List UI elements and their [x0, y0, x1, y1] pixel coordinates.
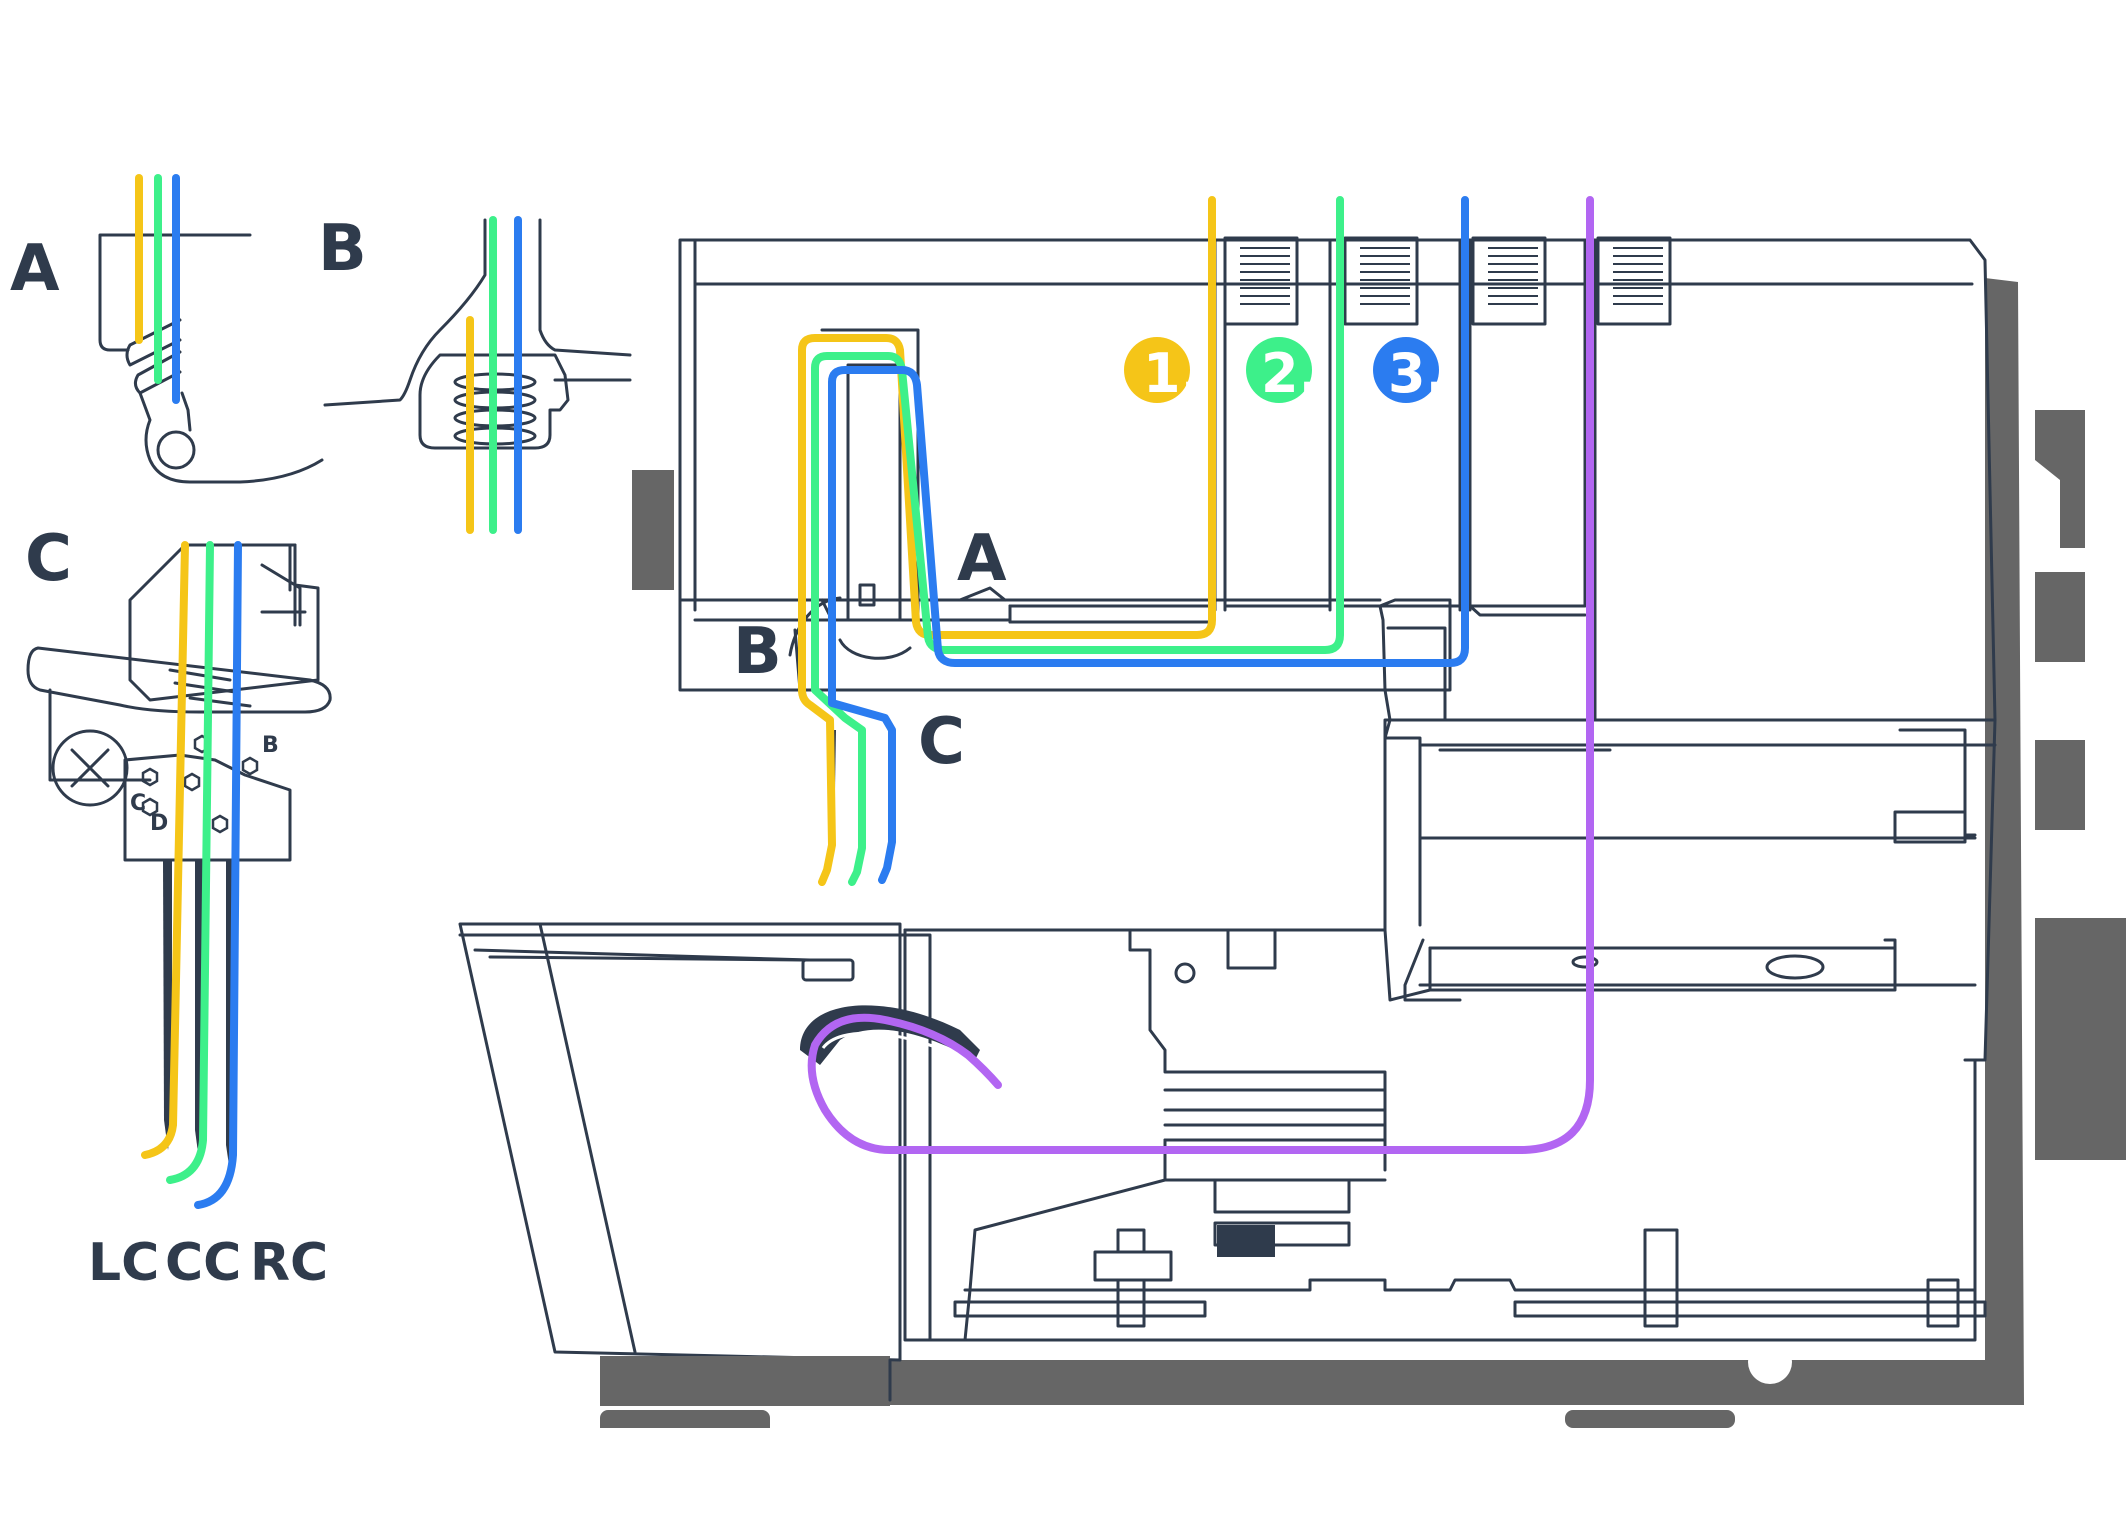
needle-label-cc: CC [165, 1233, 241, 1293]
tension-dials [1223, 236, 1672, 326]
tension-dial-4 [1596, 236, 1672, 326]
step-badge-3-circle [1373, 337, 1439, 403]
label-detail-a: A [10, 232, 60, 306]
label-main-a: A [957, 522, 1007, 596]
step-badge-2-text: 2. [1261, 342, 1319, 405]
needle-label-rc: RC [250, 1233, 328, 1293]
tension-dial-2 [1343, 236, 1419, 326]
label-main-b: B [733, 615, 782, 689]
step-badge-2: 2. [1246, 337, 1319, 405]
detail-c: C B C D LC CC RC [25, 522, 332, 1293]
step-badge-1-text: 1. [1143, 342, 1201, 405]
label-detail-b: B [318, 212, 367, 286]
plate-mark-c: C [130, 791, 146, 816]
detail-b: B [318, 212, 632, 534]
step-badge-3-text: 3. [1388, 342, 1446, 405]
threads-main [798, 196, 1594, 1154]
needle-labels: LC CC RC [88, 1233, 328, 1293]
thread-looper [807, 196, 1594, 1154]
detail-a: A [10, 174, 324, 484]
tension-dial-1 [1223, 236, 1299, 326]
base-notch [1748, 1340, 1792, 1384]
needle-label-lc: LC [88, 1233, 159, 1293]
step-badge-3: 3. [1373, 337, 1446, 405]
step-badge-2-circle [1246, 337, 1312, 403]
label-detail-c: C [25, 522, 72, 596]
thread-left-needle [798, 196, 1216, 886]
plate-mark-b: B [262, 733, 279, 758]
plate-mark-d: D [150, 811, 168, 836]
tension-dial-3 [1471, 236, 1547, 326]
front-cover [458, 922, 932, 1362]
step-badge-1: 1. [1124, 337, 1201, 405]
looper-highlight [821, 1031, 956, 1057]
label-main-c: C [918, 705, 965, 779]
step-badge-1-circle [1124, 337, 1190, 403]
thread-right-needle [828, 196, 1469, 884]
machine-shadow [600, 278, 2126, 1428]
base-shadow-left [600, 1356, 890, 1406]
machine-lower-body [903, 718, 1997, 1342]
